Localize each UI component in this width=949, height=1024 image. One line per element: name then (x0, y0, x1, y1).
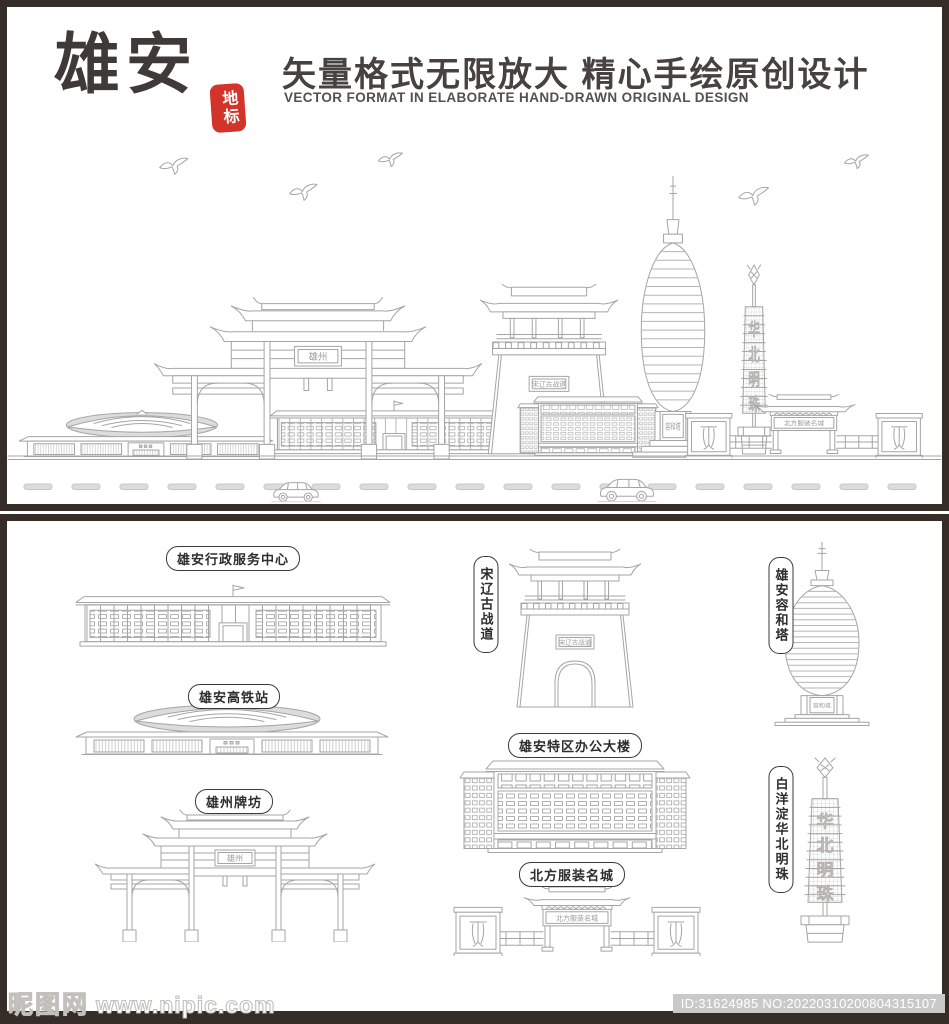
city-title: 雄安 (54, 27, 198, 101)
label-admin-center: 雄安行政服务中心 (165, 546, 301, 571)
catalog-pearl-monument (800, 757, 850, 943)
label-baiyangdian-pearl: 白洋淀华北明珠 (768, 766, 794, 893)
watermark-url: www.nipic.com (95, 991, 276, 1018)
image-id-badge: ID:31624985 NO:20220310200804315107 (672, 994, 945, 1013)
skyline-drawing (0, 152, 949, 503)
bird-icon (378, 152, 403, 167)
road (8, 456, 941, 503)
bird-icon (159, 157, 189, 175)
label-paifang: 雄州牌坊 (194, 789, 274, 814)
watermark-site: 昵图网 (7, 990, 90, 1019)
catalog-paifang (95, 809, 375, 942)
catalog-gate-tower (509, 549, 641, 708)
bottom-bar (0, 1011, 949, 1024)
catalog-office-building (459, 760, 691, 853)
slogan-english: VECTOR FORMAT IN ELABORATE HAND-DRAWN OR… (284, 90, 749, 105)
label-ancient-battle-road: 宋辽古战道 (473, 556, 499, 653)
slogan-chinese: 矢量格式无限放大 精心手绘原创设计 (282, 56, 870, 94)
label-ronghe-tower: 雄安容和塔 (768, 557, 794, 654)
skyline-office-building (517, 396, 659, 456)
label-office-building: 雄安特区办公大楼 (507, 733, 643, 758)
catalog-clothing-city-gate (454, 886, 700, 958)
skyline-admin-center (269, 400, 519, 455)
label-rail-station: 雄安高铁站 (187, 684, 281, 709)
skyline-rail-station (18, 410, 274, 458)
label-clothing-city: 北方服装名城 (518, 862, 626, 887)
catalog-admin-center (75, 584, 391, 647)
catalog-rail-station (75, 702, 389, 755)
bird-icon (738, 186, 769, 206)
skyline-clothing-city-gate (686, 394, 923, 460)
bird-icon (844, 154, 869, 169)
lane-dashes (24, 484, 916, 490)
skyline-pearl-monument (737, 264, 771, 455)
bird-icon (289, 183, 318, 201)
car-icon (597, 478, 657, 503)
